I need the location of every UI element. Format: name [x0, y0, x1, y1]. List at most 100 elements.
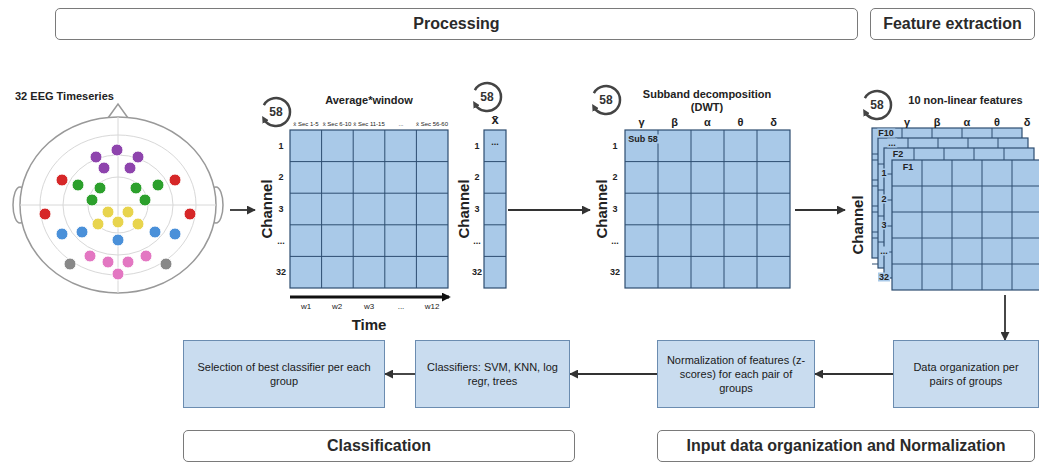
loop-arrows: [264, 83, 891, 126]
feature-stack: 10 non-linear features: [845, 86, 1039, 295]
electrode: [160, 258, 172, 270]
loop-arrow: [475, 83, 501, 111]
section-title: Processing: [413, 15, 499, 33]
cell-label: ...: [490, 138, 500, 147]
electrode: [102, 206, 114, 218]
band-symbol: γ: [904, 117, 910, 128]
row-number: 3: [612, 205, 617, 214]
band-symbol: θ: [994, 117, 1000, 128]
axis-label: Channel: [594, 179, 609, 238]
section-title: Input data organization and Normalizatio…: [686, 437, 1005, 455]
electrode: [72, 179, 84, 191]
loop-count: 58: [269, 106, 282, 118]
matrix: [290, 130, 448, 288]
row-number: 3: [880, 221, 887, 230]
electrode: [169, 174, 181, 186]
electrode: [94, 182, 106, 194]
electrode: [140, 250, 152, 262]
row-number: 1: [612, 142, 617, 151]
loop-count: 58: [599, 94, 612, 106]
band-symbol: δ: [770, 117, 777, 128]
window-label: w12: [425, 303, 440, 311]
electrode: [139, 194, 151, 206]
electrode: [84, 250, 96, 262]
row-number: 2: [474, 173, 479, 182]
matrix: [484, 130, 506, 288]
block-heading: 32 EEG Timeseries: [15, 90, 215, 103]
process-box: Selection of best classifier per each gr…: [183, 340, 385, 408]
band-symbol: α: [964, 117, 971, 128]
loop-count: 58: [480, 91, 493, 103]
box-text: Selection of best classifier per each gr…: [191, 360, 377, 389]
row-number: ...: [473, 237, 481, 246]
electrode: [56, 228, 68, 240]
row-number: 32: [878, 273, 890, 282]
section-header: Feature extraction: [870, 8, 1035, 40]
row-number: 2: [612, 173, 617, 182]
electrode: [169, 228, 181, 240]
matrix: [625, 130, 790, 288]
head-outline: [13, 104, 223, 293]
axis-label: Time: [352, 317, 387, 332]
row-number: ...: [277, 237, 285, 246]
block-heading: 10 non-linear features: [892, 94, 1039, 107]
window-label: ...: [398, 303, 405, 311]
loop-arrow: [264, 98, 290, 126]
electrode: [90, 151, 102, 163]
matrix: [892, 160, 1039, 290]
band-symbol: θ: [738, 117, 744, 128]
electrode: [122, 256, 134, 268]
electrode: [130, 182, 142, 194]
feature-label: F2: [892, 150, 905, 159]
column-header: x̄ Sec 56-60: [416, 121, 448, 127]
electrode: [149, 226, 161, 238]
column-header: ...: [398, 121, 403, 127]
flow-arrow: [385, 373, 415, 375]
band-symbol: β: [934, 117, 941, 128]
electrode: [152, 179, 164, 191]
time-arrow: [290, 296, 449, 299]
electrode: [112, 268, 124, 280]
flow-arrow: [508, 209, 590, 211]
electrode: [112, 234, 124, 246]
loop-arrow: [865, 91, 891, 119]
row-number: 32: [276, 268, 286, 277]
process-box: Classifiers: SVM, KNN, log regr, trees: [415, 340, 570, 408]
loop-arrow: [594, 86, 620, 114]
flow-arrow: [230, 209, 255, 211]
electrode: [76, 226, 88, 238]
window-label: w1: [301, 303, 311, 311]
row-number: 1: [880, 169, 887, 178]
row-number: ...: [611, 237, 619, 246]
row-number: 32: [610, 268, 620, 277]
row-number: 3: [474, 205, 479, 214]
electrode: [184, 208, 196, 220]
row-number: 1: [474, 142, 479, 151]
block-heading: Average*window: [290, 94, 448, 107]
axis-label: Channel: [259, 179, 274, 238]
row-number: 2: [880, 195, 887, 204]
window-label: w3: [364, 303, 374, 311]
electrode: [64, 258, 76, 270]
matrix-block: Subband decomposition (DWT): [590, 84, 795, 292]
section-header: Classification: [183, 430, 575, 462]
matrix-block: Average*window: [255, 86, 450, 296]
electrode: [111, 144, 123, 156]
axis-label: Channel: [456, 179, 471, 238]
band-symbol: α: [704, 117, 711, 128]
row-number: 2: [278, 173, 283, 182]
band-symbol: β: [671, 117, 678, 128]
electrode: [39, 208, 51, 220]
band-symbol: δ: [1024, 117, 1031, 128]
block-heading: x̄: [484, 112, 506, 128]
section-title: Classification: [327, 437, 431, 455]
window-label: w2: [332, 303, 342, 311]
box-text: Data organization per pairs of groups: [901, 360, 1031, 389]
section-header: Processing: [55, 8, 858, 40]
feature-label: ...: [887, 139, 897, 148]
electrode: [102, 256, 114, 268]
eeg-head: 32 EEG Timeseries: [5, 86, 230, 298]
electrode: [124, 162, 136, 174]
column-header: x̄ Sec 11-15: [353, 121, 385, 127]
column-header: x̄ Sec 6-10: [323, 121, 352, 127]
